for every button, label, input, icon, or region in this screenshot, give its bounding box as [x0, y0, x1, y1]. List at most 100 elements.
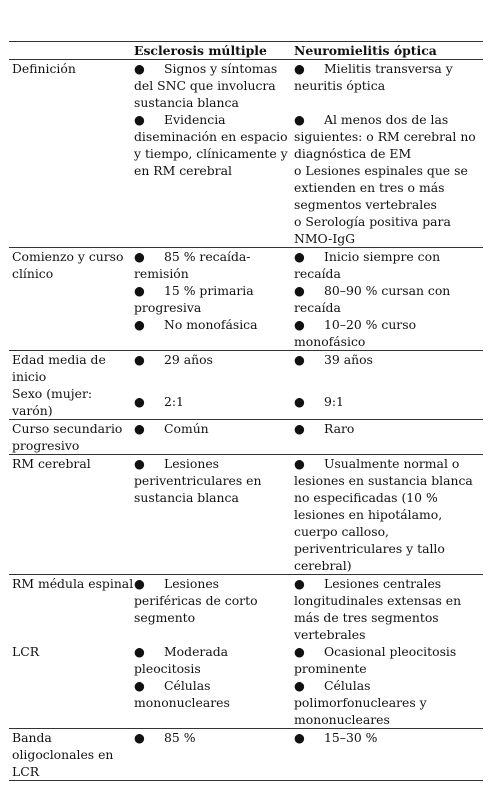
bullet-icon: ● [134, 421, 145, 436]
cell-nmo: ●Mielitis transversa y neuritis óptica ●… [294, 60, 483, 247]
bullet-icon: ● [294, 352, 305, 367]
bullet-icon: ● [134, 317, 145, 332]
comparison-table: Esclerosis múltiple Neuromielitis óptica… [9, 41, 483, 781]
bullet-item: ●2:1 [134, 393, 290, 410]
bullet-text: Moderada pleocitosis [134, 644, 229, 676]
sub-item: o Lesiones espinales que se extienden en… [294, 163, 468, 212]
bullet-icon: ● [294, 678, 305, 693]
bullet-item: ●Lesiones periféricas de corto segmento [134, 575, 290, 626]
bullet-icon: ● [294, 61, 305, 76]
bullet-icon: ● [294, 283, 305, 298]
bullet-text: Lesiones periventriculares en sustancia … [134, 456, 262, 505]
bullet-text: Inicio siempre con recaída [294, 249, 441, 281]
bullet-icon: ● [134, 249, 145, 264]
bullet-icon: ● [294, 249, 305, 264]
bullet-text: 29 años [164, 352, 213, 367]
cell-em: ●Lesiones periventriculares en sustancia… [134, 455, 294, 506]
cell-nmo: ●9:1 [294, 385, 483, 410]
bullet-icon: ● [134, 730, 145, 745]
table-row-rm-medula: RM médula espinal ●Lesiones periféricas … [9, 575, 483, 643]
bullet-text: Raro [324, 421, 355, 436]
cell-nmo: ● Raro [294, 420, 483, 437]
bullet-text: Usualmente normal o lesiones en sustanci… [294, 456, 473, 573]
header-em: Esclerosis múltiple [134, 43, 267, 58]
cell-em: ●85 % recaída-remisión ●15 % primaria pr… [134, 248, 294, 333]
bullet-text: Signos y síntomas del SNC que involucra … [134, 61, 278, 110]
bullet-icon: ● [294, 644, 305, 659]
bullet-item: ● Raro [294, 420, 481, 437]
bullet-item: ●10–20 % curso monofásico [294, 316, 481, 350]
bullet-item: ●Células mononucleares [134, 677, 290, 711]
table-row-definicion: Definición ●Signos y síntomas del SNC qu… [9, 60, 483, 248]
bullet-icon: ● [134, 112, 145, 127]
table-row-rm-cerebral: RM cerebral ●Lesiones periventriculares … [9, 455, 483, 575]
cell-nmo: ●Ocasional pleocitosis prominente ●Célul… [294, 643, 483, 728]
bullet-item: ● Común [134, 420, 290, 437]
bullet-icon: ● [134, 283, 145, 298]
bullet-icon: ● [134, 61, 145, 76]
bullet-icon: ● [294, 456, 305, 471]
bullet-icon: ● [294, 317, 305, 332]
bullet-text: 15–30 % [324, 730, 378, 745]
bullet-text: 85 % recaída-remisión [134, 249, 251, 281]
row-label: Curso secundario progresivo [12, 421, 123, 453]
row-label: LCR [12, 644, 40, 659]
bullet-item: ●Mielitis transversa y neuritis óptica [294, 60, 481, 94]
cell-em: ●Lesiones periféricas de corto segmento [134, 575, 294, 626]
bullet-text: 2:1 [164, 394, 184, 409]
table-row-bandas: Banda oligoclonales en LCR ● 85 % ● 15–30 … [9, 729, 483, 781]
bullet-item: ●Signos y síntomas del SNC que involucra… [134, 60, 290, 111]
bullet-icon: ● [294, 112, 305, 127]
bullet-icon: ● [294, 421, 305, 436]
bullet-text: 10–20 % curso monofásico [294, 317, 417, 349]
cell-em: ●2:1 [134, 385, 294, 410]
bullet-item: ●Al menos dos de las siguientes: o RM ce… [294, 111, 481, 162]
cell-em: ● 29 años [134, 351, 294, 368]
bullet-text: Al menos dos de las siguientes: o RM cer… [294, 112, 476, 161]
table-row-comienzo: Comienzo y curso clínico ●85 % recaída-r… [9, 248, 483, 351]
bullet-text: 15 % primaria progresiva [134, 283, 254, 315]
row-label: Definición [12, 61, 76, 76]
bullet-item: ●Inicio siempre con recaída [294, 248, 481, 282]
header-nmo: Neuromielitis óptica [294, 43, 437, 58]
bullet-icon: ● [134, 456, 145, 471]
bullet-item: ●15 % primaria progresiva [134, 282, 290, 316]
bullet-text: 80–90 % cursan con recaída [294, 283, 451, 315]
bullet-icon: ● [294, 576, 305, 591]
row-label: Sexo (mujer: varón) [12, 386, 93, 418]
bullet-text: Células polimorfonucleares y mononuclear… [294, 678, 427, 727]
bullet-icon: ● [134, 352, 145, 367]
bullet-text: Mielitis transversa y neuritis óptica [294, 61, 453, 93]
header-empty [9, 42, 134, 59]
bullet-icon: ● [134, 678, 145, 693]
cell-nmo: ●Usualmente normal o lesiones en sustanc… [294, 455, 483, 574]
table-header: Esclerosis múltiple Neuromielitis óptica [9, 42, 483, 60]
cell-em: ●Moderada pleocitosis ●Células mononucle… [134, 643, 294, 711]
bullet-item: ●Moderada pleocitosis [134, 643, 290, 677]
row-label: Banda oligoclonales en LCR [12, 730, 114, 779]
cell-em: ●Signos y síntomas del SNC que involucra… [134, 60, 294, 179]
bullet-item: ●Lesiones centrales longitudinales exten… [294, 575, 481, 643]
bullet-text: Lesiones periféricas de corto segmento [134, 576, 258, 625]
bullet-item: ● 29 años [134, 351, 290, 368]
bullet-icon: ● [294, 730, 305, 745]
row-label: Edad media de inicio [12, 352, 106, 384]
table-row-sexo: Sexo (mujer: varón) ●2:1 ●9:1 [9, 385, 483, 420]
bullet-text: Células mononucleares [134, 678, 230, 710]
cell-em: ● 85 % [134, 729, 294, 746]
bullet-text: Común [164, 421, 209, 436]
bullet-item: ●No monofásica [134, 316, 290, 333]
bullet-item: ●85 % recaída-remisión [134, 248, 290, 282]
bullet-text: Evidencia diseminación en espacio y tiem… [134, 112, 288, 178]
table-row-curso: Curso secundario progresivo ● Común ● Raro [9, 420, 483, 455]
cell-em: ● Común [134, 420, 294, 437]
table-row-lcr: LCR ●Moderada pleocitosis ●Células monon… [9, 643, 483, 729]
bullet-text: 85 % [164, 730, 196, 745]
bullet-item: ●9:1 [294, 393, 481, 410]
sub-item: o Serología positiva para NMO-IgG [294, 214, 451, 246]
bullet-item: ●Lesiones periventriculares en sustancia… [134, 455, 290, 506]
bullet-icon: ● [294, 394, 305, 409]
bullet-item: ●Ocasional pleocitosis prominente [294, 643, 481, 677]
bullet-item: ●Usualmente normal o lesiones en sustanc… [294, 455, 481, 574]
table-row-edad: Edad media de inicio ●29 años ●39 años [9, 351, 483, 385]
